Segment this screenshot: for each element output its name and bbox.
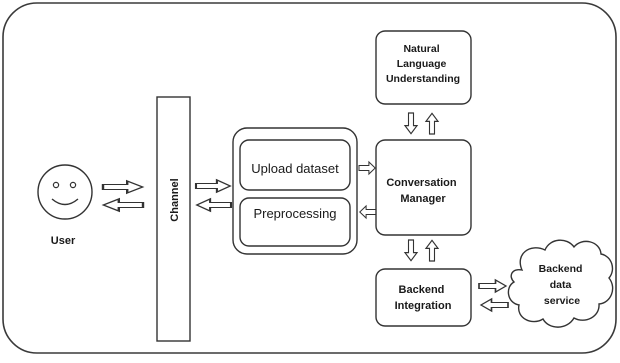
backend-integration-label: Backend Integration	[395, 284, 452, 312]
upload-dataset-label: Upload dataset	[251, 161, 339, 176]
nlu-line-3: Understanding	[386, 73, 460, 85]
conversation-manager-line-1: Conversation	[386, 177, 457, 189]
nlu-line-1: Natural	[403, 43, 439, 55]
channel-box	[156, 96, 191, 342]
nlu-label: Natural Language Understanding	[386, 43, 460, 85]
upload-dataset-box	[239, 139, 351, 191]
backend-integration-line-1: Backend	[399, 284, 445, 296]
channel-label: Channel	[169, 178, 181, 221]
backend-data-service-line-1: Backend	[539, 263, 583, 275]
conversation-manager-label: Conversation Manager	[386, 177, 459, 205]
preprocessing-box	[239, 197, 351, 247]
backend-data-service-line-3: service	[544, 295, 580, 307]
user-label: User	[51, 235, 76, 247]
conversation-manager-box	[375, 139, 472, 236]
user-face-icon	[37, 164, 93, 220]
backend-data-service-line-2: data	[550, 279, 572, 291]
backend-integration-box	[375, 268, 472, 327]
nlu-box	[375, 30, 472, 105]
backend-data-service-cloud	[507, 239, 614, 328]
conversation-manager-line-2: Manager	[400, 193, 446, 205]
preprocessing-label: Preprocessing	[253, 206, 336, 221]
backend-data-service-label: Backend data service	[539, 263, 586, 307]
backend-integration-line-2: Integration	[395, 300, 452, 312]
nlu-line-2: Language	[397, 58, 447, 70]
